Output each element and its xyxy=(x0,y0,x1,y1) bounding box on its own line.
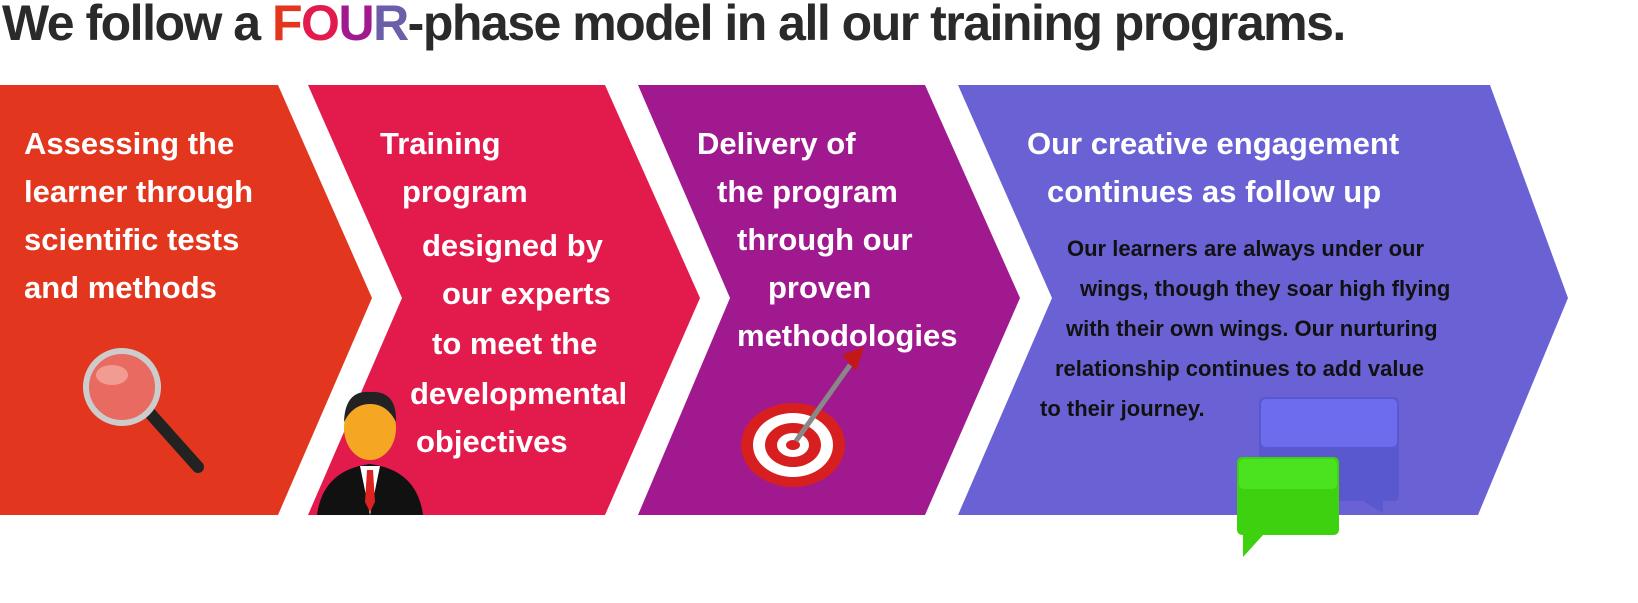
target-dart-icon xyxy=(741,347,864,487)
phase-2-line: our experts xyxy=(442,276,611,311)
phase-3-line: the program xyxy=(717,174,898,209)
phase-4-body-line: Our learners are always under our xyxy=(1067,236,1425,261)
phase-4-body-line: wings, though they soar high flying xyxy=(1080,276,1451,301)
phase-4-body-line: relationship continues to add value xyxy=(1055,356,1425,381)
phase-1-line: Assessing the xyxy=(24,126,235,161)
title-letter-u: U xyxy=(338,0,374,51)
phase-2-line: program xyxy=(402,174,528,209)
phase-1-line: and methods xyxy=(24,270,217,305)
title-letter-o: O xyxy=(301,0,340,51)
phase-3-arrow xyxy=(638,85,1020,515)
title-letter-f: F xyxy=(272,0,303,51)
phase-3-line: Delivery of xyxy=(697,126,856,161)
title-letter-r: R xyxy=(373,0,409,51)
phase-4-body-line: to their journey. xyxy=(1040,396,1205,421)
phase-2-line: designed by xyxy=(422,228,603,263)
phase-4-arrow xyxy=(958,85,1568,515)
phase-2-line: objectives xyxy=(416,424,568,459)
phase-4-body-line: with their own wings. Our nurturing xyxy=(1066,316,1438,341)
phase-1-line: scientific tests xyxy=(24,222,240,257)
businessman-icon xyxy=(317,391,423,515)
phase-2-line: Training xyxy=(380,126,501,161)
phase-3-line: proven xyxy=(768,270,872,305)
phase-2-arrow xyxy=(308,85,700,515)
speech-bubbles-icon xyxy=(1237,397,1399,557)
title-prefix: We follow a xyxy=(2,0,272,51)
title-suffix: -phase model in all our training program… xyxy=(407,0,1347,51)
phase-2-line: developmental xyxy=(410,376,628,411)
phase-4-heading-line: Our creative engagement xyxy=(1027,126,1400,161)
phase-1-line: learner through xyxy=(24,174,254,209)
phase-3-line: methodologies xyxy=(737,318,958,353)
phase-2-line: to meet the xyxy=(432,326,598,361)
magnifier-icon xyxy=(83,348,204,473)
phase-3-line: through our xyxy=(737,222,913,257)
phase-4-heading-line: continues as follow up xyxy=(1047,174,1382,209)
page-title: We follow a FOUR-phase model in all our … xyxy=(2,0,1347,52)
